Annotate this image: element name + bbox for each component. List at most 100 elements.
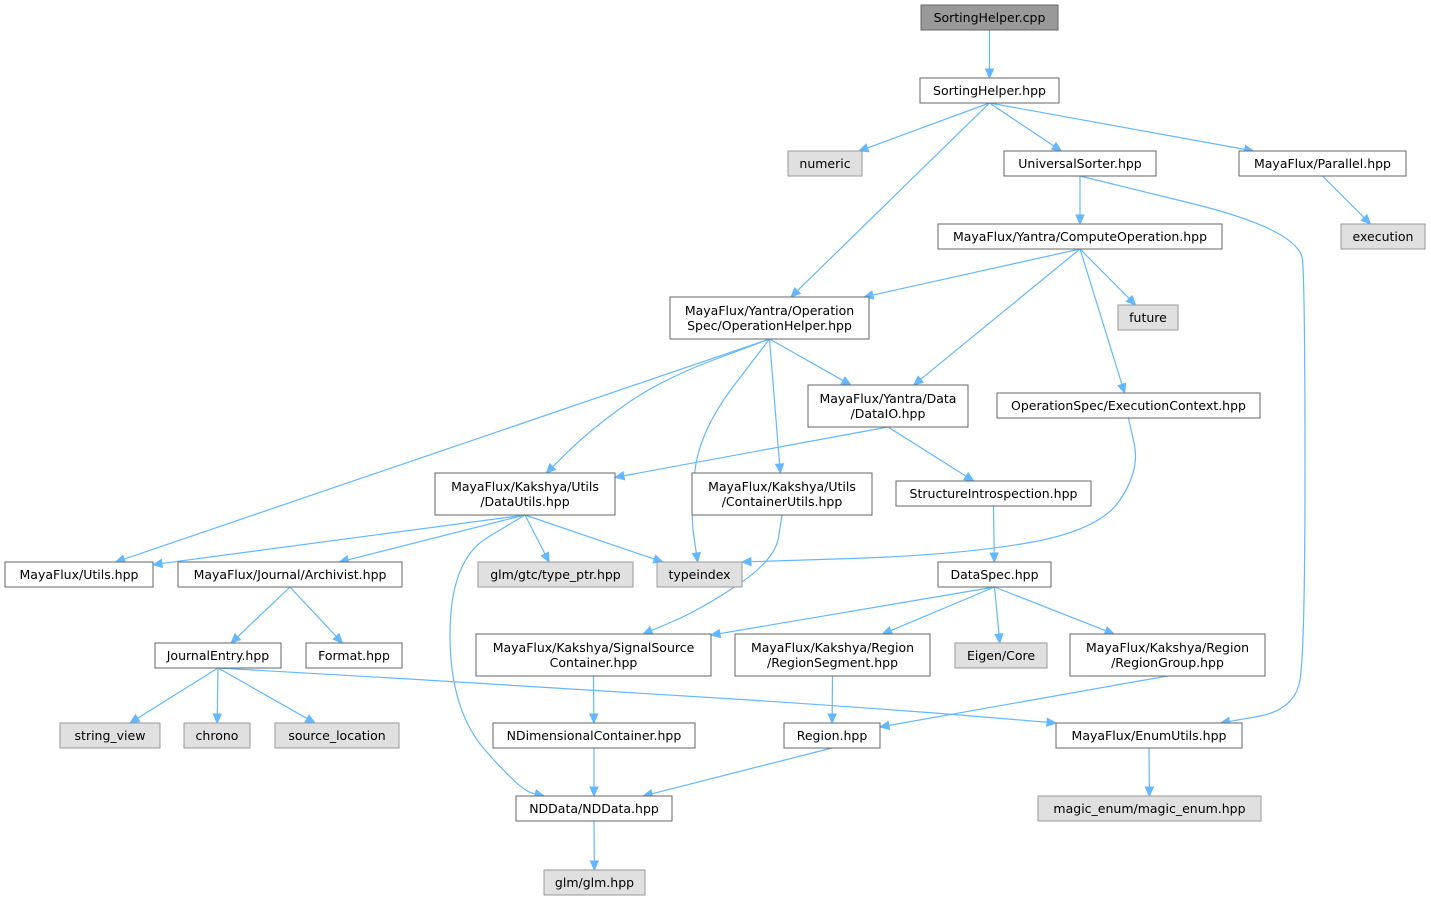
node-label: JournalEntry.hpp [166, 648, 270, 663]
node-box [59, 722, 161, 749]
node-label: MayaFlux/Kakshya/SignalSource [493, 640, 695, 655]
node-label: Region.hpp [797, 728, 868, 743]
edge-line [137, 667, 219, 719]
edge-line [237, 586, 291, 638]
node-nddata[interactable]: NDData/NDData.hpp [515, 795, 673, 822]
node-label: MayaFlux/Parallel.hpp [1254, 156, 1391, 171]
node-box [807, 384, 969, 428]
edge-sortinghpp-to-ophelper [790, 102, 990, 298]
node-box [305, 642, 403, 669]
node-label: numeric [799, 156, 850, 171]
edge-line [750, 417, 1137, 563]
node-numeric: numeric [787, 150, 863, 177]
edge-compute-to-ophelper [862, 248, 1081, 300]
node-ndimcont[interactable]: NDimensionalContainer.hpp [492, 722, 696, 749]
node-archivist[interactable]: MayaFlux/Journal/Archivist.hpp [177, 561, 403, 588]
edge-ophelper-to-datautils [545, 338, 770, 474]
node-label: StructureIntrospection.hpp [910, 486, 1078, 501]
edge-line [993, 586, 1000, 635]
node-universal[interactable]: UniversalSorter.hpp [1003, 150, 1157, 177]
edge-contutils-to-signal [642, 514, 783, 635]
node-box [1117, 304, 1179, 331]
node-box [954, 642, 1048, 669]
edge-arrowhead [857, 143, 870, 153]
node-box [920, 4, 1059, 31]
node-execctx[interactable]: OperationSpec/ExecutionContext.hpp [996, 392, 1261, 419]
edge-journal-to-enumutils [217, 667, 1058, 727]
edge-line [552, 338, 770, 468]
node-dataspec[interactable]: DataSpec.hpp [937, 561, 1052, 588]
node-box [4, 561, 154, 588]
edge-arrowhead [984, 68, 995, 80]
edge-line [289, 586, 337, 637]
node-eigen: Eigen/Core [954, 642, 1048, 669]
edge-arrowhead [642, 625, 654, 635]
node-label: SortingHelper.cpp [934, 10, 1046, 25]
edge-line [867, 102, 990, 149]
edge-arrowhead [589, 713, 599, 725]
edge-dataspec-to-signal [709, 586, 995, 639]
node-label: UniversalSorter.hpp [1018, 156, 1142, 171]
node-structintro[interactable]: StructureIntrospection.hpp [895, 480, 1092, 507]
edge-line [719, 586, 995, 635]
edge-line [768, 338, 781, 465]
edge-arrowhead [691, 551, 701, 564]
node-box [669, 296, 870, 340]
node-dataio[interactable]: MayaFlux/Yantra/Data/DataIO.hpp [807, 384, 969, 428]
edge-datautils-to-archivist [338, 514, 526, 565]
edge-line [217, 667, 1048, 723]
edge-arrowhead [540, 551, 550, 564]
edge-ophelper-to-contutils [768, 338, 785, 475]
edge-line [449, 514, 536, 795]
node-ophelper[interactable]: MayaFlux/Yantra/OperationSpec/OperationH… [669, 296, 870, 340]
edge-arrowhead [878, 720, 891, 731]
edge-arrowhead [827, 713, 837, 725]
node-contutils[interactable]: MayaFlux/Kakshya/Utils/ContainerUtils.hp… [691, 472, 873, 516]
edge-line [347, 514, 526, 561]
edge-arrowhead [332, 632, 344, 644]
edge-line [994, 586, 1106, 632]
edge-journal-to-srcloc [217, 667, 317, 724]
edge-line [1079, 248, 1123, 385]
node-label: /DataUtils.hpp [480, 494, 569, 509]
edge-compute-to-future [1079, 248, 1137, 306]
edge-nddata-to-glm [589, 820, 600, 872]
edge-line [992, 505, 995, 554]
edge-arrowhead [1075, 214, 1085, 226]
node-signal[interactable]: MayaFlux/Kakshya/SignalSourceContainer.h… [475, 633, 712, 677]
node-utils[interactable]: MayaFlux/Utils.hpp [4, 561, 154, 588]
edge-arrowhead [912, 375, 925, 386]
node-label: MayaFlux/Yantra/Data [820, 391, 957, 406]
node-label: future [1129, 310, 1167, 325]
node-compute[interactable]: MayaFlux/Yantra/ComputeOperation.hpp [937, 223, 1223, 250]
node-box [1069, 633, 1266, 677]
node-label: glm/gtc/type_ptr.hpp [490, 567, 621, 582]
edge-arrowhead [613, 470, 626, 481]
edge-arrowhead [1050, 141, 1063, 152]
node-box [787, 150, 863, 177]
node-datautils[interactable]: MayaFlux/Kakshya/Utils/DataUtils.hpp [434, 472, 616, 516]
edge-arrowhead [151, 558, 164, 569]
node-journal[interactable]: JournalEntry.hpp [154, 642, 282, 669]
node-format[interactable]: Format.hpp [305, 642, 403, 669]
node-typeptr: glm/gtc/type_ptr.hpp [477, 561, 634, 588]
node-magicenum: magic_enum/magic_enum.hpp [1037, 795, 1262, 822]
edge-arrowhead [230, 632, 242, 644]
edge-arrowhead [304, 714, 317, 724]
node-region[interactable]: Region.hpp [783, 722, 881, 749]
edge-arrowhead [881, 625, 894, 635]
node-enumutils[interactable]: MayaFlux/EnumUtils.hpp [1055, 722, 1243, 749]
edge-line [920, 248, 1081, 380]
node-label: MayaFlux/Journal/Archivist.hpp [194, 567, 387, 582]
node-parallel[interactable]: MayaFlux/Parallel.hpp [1238, 150, 1407, 177]
edge-arrowhead [589, 786, 599, 798]
edge-datautils-to-typeptr [524, 514, 550, 564]
node-box [475, 633, 712, 677]
node-regseg[interactable]: MayaFlux/Kakshya/Region/RegionSegment.hp… [734, 633, 931, 677]
edge-datautils-to-typeindex [524, 514, 665, 564]
node-reggroup[interactable]: MayaFlux/Kakshya/Region/RegionGroup.hpp [1069, 633, 1266, 677]
edge-arrowhead [989, 552, 999, 564]
node-sortinghpp[interactable]: SortingHelper.hpp [919, 77, 1060, 104]
edge-line [1079, 248, 1130, 300]
edge-line [797, 102, 990, 292]
